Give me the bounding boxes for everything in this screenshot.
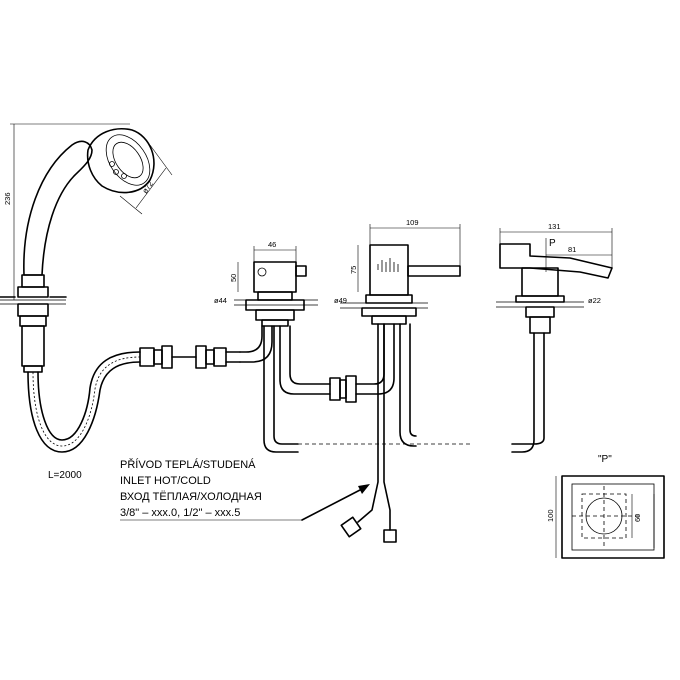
dim-detail-inner: 60 bbox=[633, 514, 642, 522]
dim-width-46: 46 bbox=[268, 240, 276, 249]
inlet-label-sizes: 3/8" – xxx.0, 1/2" – xxx.5 bbox=[120, 507, 240, 519]
hand-shower: 236 ø72 bbox=[0, 123, 173, 373]
bath-spout: 131 P 81 ø22 bbox=[496, 222, 613, 453]
diverter-valve: 46 50 ø44 bbox=[214, 240, 331, 453]
mixer-valve: 109 75 ø49 bbox=[298, 218, 470, 543]
dim-flange-left: ø44 bbox=[214, 296, 227, 305]
dim-shower-height: 236 bbox=[3, 192, 12, 205]
inlet-label-ru: ВХОД ТЁПЛАЯ/ХОЛОДНАЯ bbox=[120, 491, 262, 503]
inlet-note: PŘÍVOD TEPLÁ/STUDENÁ INLET HOT/COLD ВХОД… bbox=[120, 458, 370, 521]
dim-height-75: 75 bbox=[349, 266, 358, 274]
dim-flange-right: ø22 bbox=[588, 296, 601, 305]
marker-p: P bbox=[549, 238, 556, 249]
detail-p: "P" 100 60 bbox=[546, 454, 665, 559]
dim-width-109: 109 bbox=[406, 218, 419, 227]
dim-flange-mid: ø49 bbox=[334, 296, 347, 305]
inlet-label-cz: PŘÍVOD TEPLÁ/STUDENÁ bbox=[120, 458, 256, 471]
inlet-label-en: INLET HOT/COLD bbox=[120, 475, 211, 487]
dim-width-131: 131 bbox=[548, 222, 561, 231]
dim-width-81: 81 bbox=[568, 245, 576, 254]
dim-shower-head-dia: ø72 bbox=[140, 179, 155, 195]
dim-height-50: 50 bbox=[229, 274, 238, 282]
hose-length-label: L=2000 bbox=[48, 470, 82, 481]
dim-detail-height: 100 bbox=[546, 509, 555, 522]
shower-hose: L=2000 bbox=[27, 345, 241, 481]
detail-p-title: "P" bbox=[598, 454, 612, 465]
